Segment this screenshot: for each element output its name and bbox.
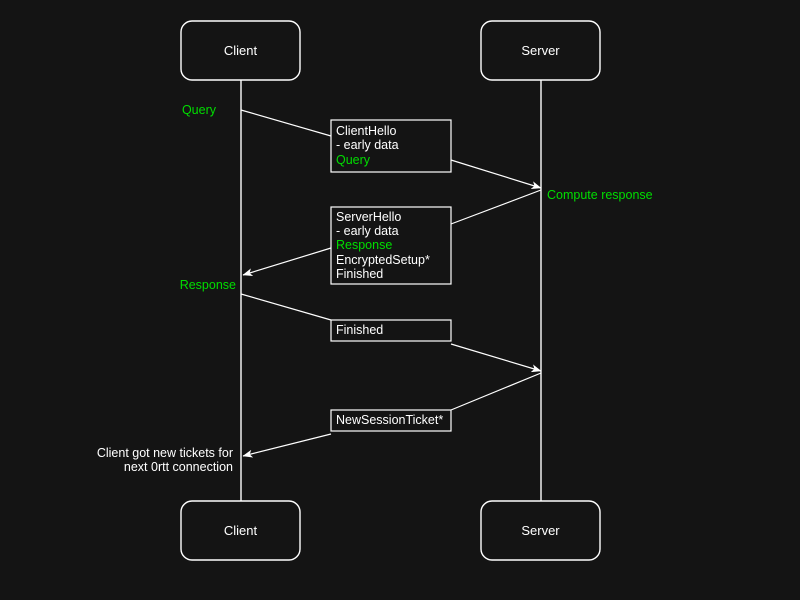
message-box-finished-rect: [330, 319, 452, 342]
message-server-hello-line-4: Finished: [336, 267, 383, 281]
arrow-serverhello-to-client: [242, 247, 332, 277]
message-server-hello-line-2: Response: [336, 238, 392, 252]
arrow-finished-to-server: [450, 343, 542, 373]
message-server-hello-line-0: ServerHello: [336, 210, 401, 224]
actor-server-top[interactable]: Server: [480, 20, 601, 81]
message-server-hello-line-1: - early data: [336, 224, 399, 238]
label-response: Response: [180, 278, 236, 292]
actor-client-top-box: [180, 20, 301, 81]
message-client-hello-line-0: ClientHello: [336, 124, 396, 138]
label-compute-response: Compute response: [547, 188, 653, 202]
message-box-server-hello-rect: [330, 206, 452, 285]
actor-client-bottom-label: Client: [224, 523, 258, 538]
arrow-newsessionticket-to-client: [242, 433, 332, 458]
message-box-new-session-ticket[interactable]: NewSessionTicket*: [330, 409, 452, 432]
actor-server-top-box: [480, 20, 601, 81]
actor-server-top-label: Server: [521, 43, 560, 58]
actor-client-bottom[interactable]: Client: [180, 500, 301, 561]
message-box-server-hello[interactable]: ServerHello - early data Response Encryp…: [330, 206, 452, 285]
message-box-client-hello-rect: [330, 119, 452, 173]
label-client-tickets-line1: Client got new tickets for: [97, 446, 233, 460]
message-box-client-hello[interactable]: ClientHello - early data Query: [330, 119, 452, 173]
message-client-hello-line-2: Query: [336, 153, 371, 167]
label-query: Query: [182, 103, 217, 117]
actor-client-top-label: Client: [224, 43, 258, 58]
message-server-hello-line-3: EncryptedSetup*: [336, 253, 430, 267]
actor-server-bottom-box: [480, 500, 601, 561]
arrow-server-to-serverhello: [450, 189, 542, 225]
message-box-new-session-ticket-rect: [330, 409, 452, 432]
message-box-finished[interactable]: Finished: [330, 319, 452, 342]
arrow-client-to-clienthello: [240, 109, 332, 137]
arrow-clienthello-to-server: [450, 159, 542, 189]
arrow-client-to-finished: [240, 293, 332, 321]
message-client-hello-line-1: - early data: [336, 138, 399, 152]
message-finished-line-0: Finished: [336, 323, 383, 337]
actor-client-top[interactable]: Client: [180, 20, 301, 81]
actor-server-bottom-label: Server: [521, 523, 560, 538]
actor-server-bottom[interactable]: Server: [480, 500, 601, 561]
label-client-tickets-line2: next 0rtt connection: [124, 460, 233, 474]
actor-client-bottom-box: [180, 500, 301, 561]
message-new-session-ticket-line-0: NewSessionTicket*: [336, 413, 443, 427]
arrow-server-to-newsessionticket: [450, 372, 542, 411]
